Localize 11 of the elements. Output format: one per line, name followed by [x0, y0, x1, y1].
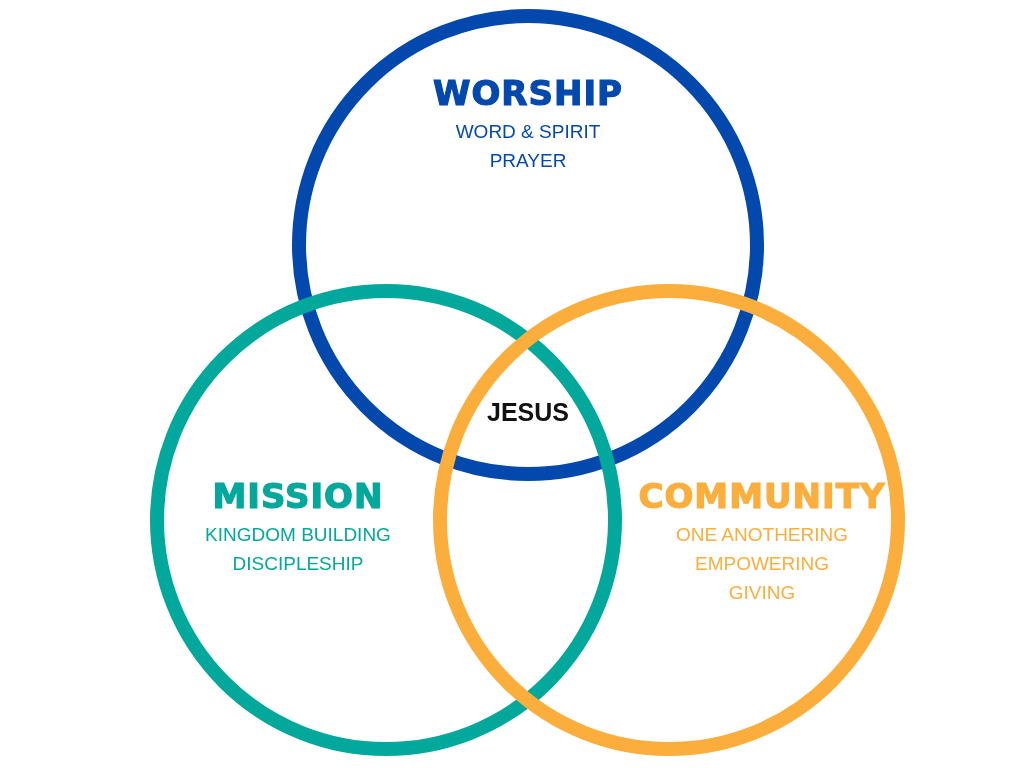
- center-label: JESUS: [487, 397, 569, 427]
- circle-heading: WORSHIP: [431, 73, 625, 113]
- circle-item: EMPOWERING: [693, 552, 831, 576]
- circle-item: PRAYER: [488, 149, 568, 173]
- circle-item: DISCIPLESHIP: [231, 552, 365, 576]
- circle-item: WORD & SPIRIT: [454, 120, 602, 144]
- circle-item: KINGDOM BUILDING: [204, 523, 392, 547]
- circle-heading: COMMUNITY: [637, 476, 887, 516]
- circle-heading: MISSION: [211, 476, 385, 516]
- circle-item: ONE ANOTHERING: [674, 523, 850, 547]
- circle-item: GIVING: [727, 581, 797, 605]
